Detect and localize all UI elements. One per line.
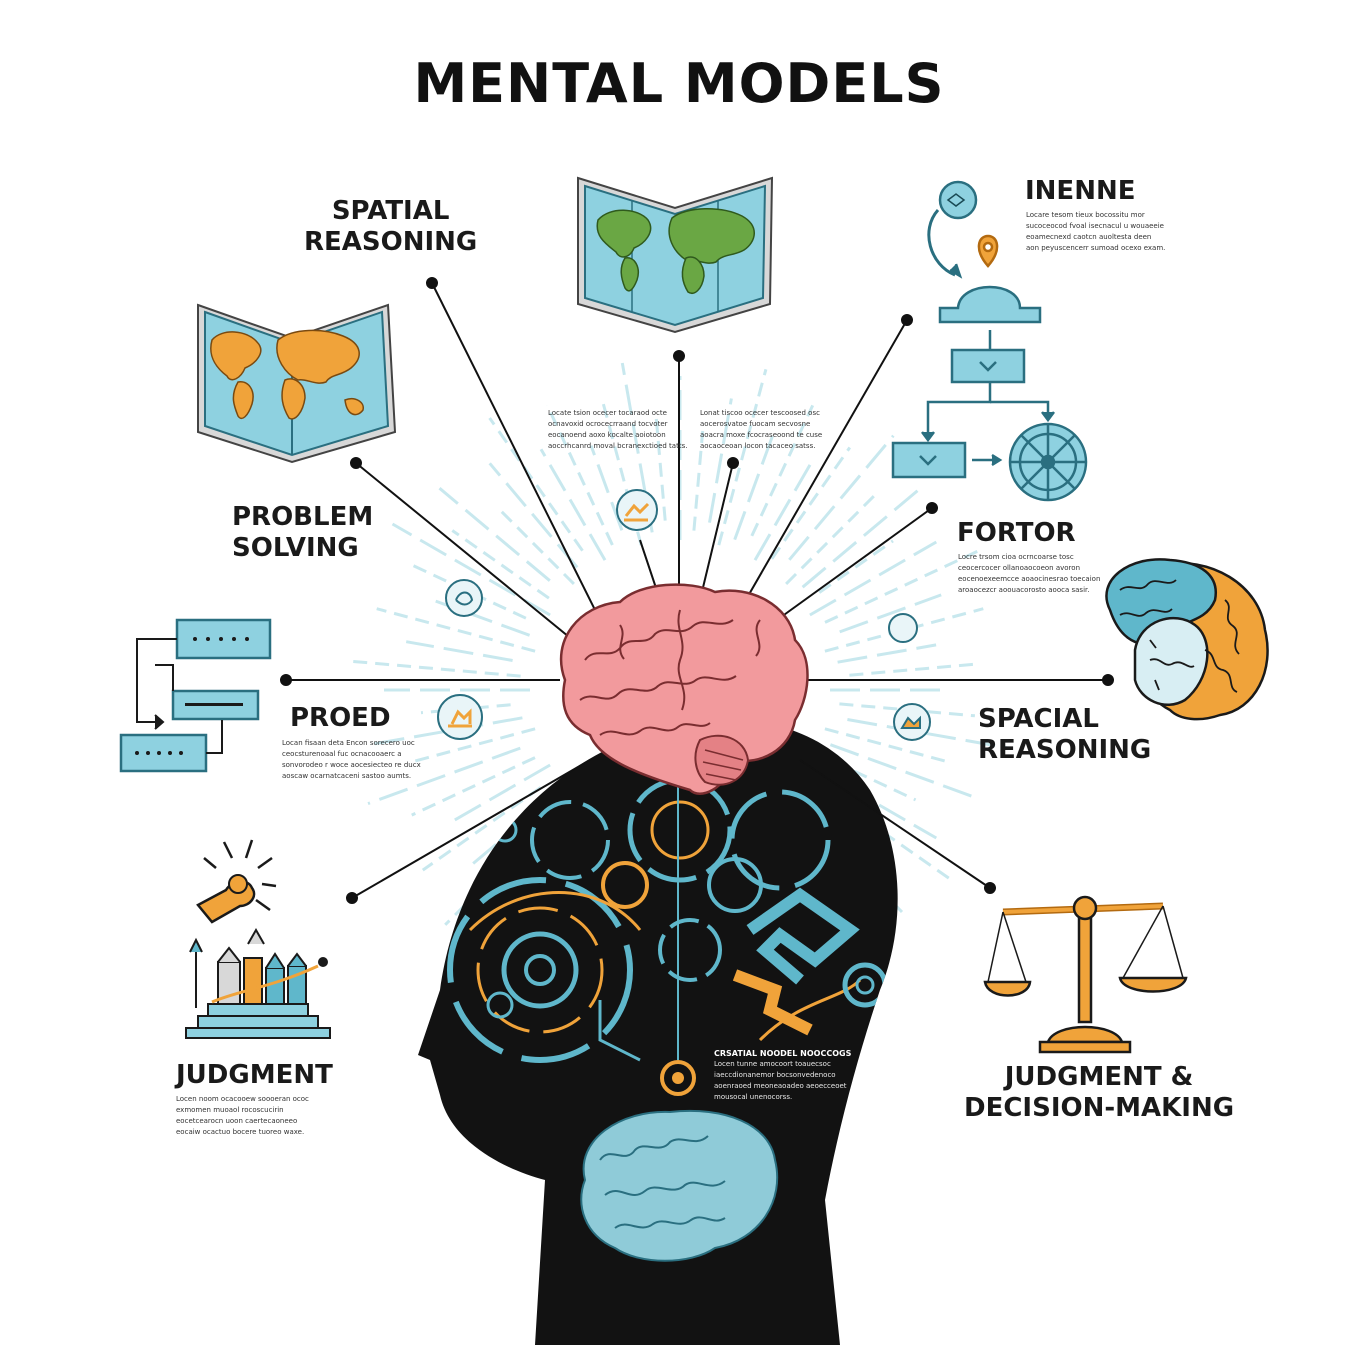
ray <box>376 607 536 653</box>
ray <box>692 430 705 531</box>
ray <box>829 743 976 799</box>
balance-scale-icon <box>983 895 1188 1054</box>
caption-center-left: Locate tsion ocecer tocaraod octe ocnavo… <box>548 409 688 450</box>
ray <box>539 448 607 561</box>
caption-center-right: Lonat tiscoo ocecer tescoosed osc aocero… <box>700 409 823 450</box>
ray <box>391 522 551 617</box>
label-spacial-reasoning: SPACIAL REASONING <box>978 704 1152 765</box>
brain-icon <box>580 1110 779 1262</box>
label-problem-solving: PROBLEM SOLVING <box>232 502 374 563</box>
caption-judgment: Locen noom ocacooew soooeran ococ exmome… <box>176 1095 309 1136</box>
ray <box>495 505 575 585</box>
label-inenne: INENNE <box>1025 176 1136 206</box>
label-judgment-decision-making: JUDGMENT & DECISION-MAKING <box>964 1062 1235 1123</box>
caption-center-bottom: CRSATIAL NOODEL NOOCCOGS Locen tunne amo… <box>714 1049 852 1101</box>
ray <box>488 417 584 552</box>
label-fortor: FORTOR <box>957 518 1076 548</box>
ray <box>349 659 521 678</box>
ray <box>833 760 917 802</box>
ray <box>753 464 812 561</box>
ray <box>824 607 984 653</box>
ray <box>824 548 982 624</box>
page-title: MENTAL MODELS <box>413 52 945 115</box>
brain-icon <box>559 583 809 795</box>
ray <box>818 539 894 594</box>
circuit-pattern <box>447 719 888 1096</box>
ray <box>454 763 551 822</box>
ray <box>488 462 579 569</box>
ray <box>438 487 551 582</box>
ray <box>801 487 922 589</box>
ray <box>750 404 815 537</box>
ray <box>839 593 942 634</box>
flowchart-icon <box>891 180 1055 479</box>
caption-proed: Locan fisaan deta Encon sorecero uoc ceo… <box>282 739 421 780</box>
caption-fortor: Locre trsom cioa ocrncoarse tosc ceocerc… <box>958 553 1101 594</box>
ray <box>849 662 976 677</box>
ray <box>451 529 550 600</box>
brain-icon <box>1105 558 1269 721</box>
head-silhouette-icon <box>418 719 898 1345</box>
ray <box>589 445 624 531</box>
ray <box>837 643 937 664</box>
lightbulb-hand-icon <box>196 839 277 924</box>
ray <box>421 786 542 872</box>
ray <box>405 640 513 662</box>
flowchart-icon <box>119 618 272 773</box>
ray <box>654 412 667 521</box>
ray <box>770 446 852 560</box>
ray <box>847 718 1008 750</box>
ray <box>733 428 777 541</box>
ray <box>370 716 523 746</box>
label-spatial-reasoning-top: SPATIAL REASONING <box>304 196 478 257</box>
connector-lines <box>280 277 1114 904</box>
small-node-icons <box>437 489 931 741</box>
ray <box>708 398 733 523</box>
bar-chart-icon <box>185 927 331 1039</box>
world-map-icon <box>197 303 397 464</box>
ray <box>411 756 536 817</box>
ray <box>788 434 895 561</box>
ray <box>545 404 614 546</box>
label-proed: PROED <box>290 703 391 733</box>
label-judgment: JUDGMENT <box>176 1060 333 1090</box>
ray <box>809 540 938 617</box>
caption-inenne: Locare tesom tieux bocossitu mor sucoceo… <box>1026 211 1166 252</box>
ray <box>717 368 768 546</box>
globe-map-icon <box>577 176 774 334</box>
cog-icon <box>1008 422 1088 502</box>
ray <box>367 746 521 806</box>
